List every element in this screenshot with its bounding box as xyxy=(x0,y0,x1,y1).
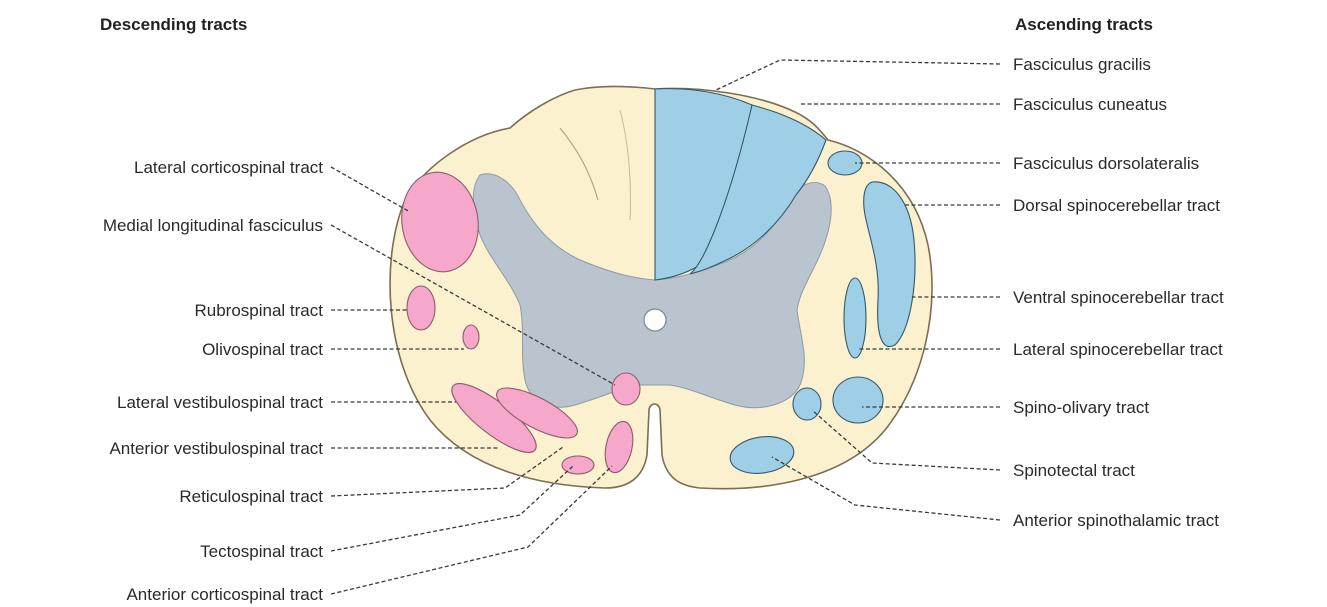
label-reticulospinal-tract: Reticulospinal tract xyxy=(179,487,323,506)
olivospinal-region xyxy=(463,325,479,349)
central-canal xyxy=(644,309,666,331)
leader-lateral-corticospinal xyxy=(331,167,410,212)
label-fasciculus-gracilis: Fasciculus gracilis xyxy=(1013,55,1151,74)
medial-longitudinal-fasciculus-region xyxy=(612,373,640,405)
descending-labels: Lateral corticospinal tract Medial longi… xyxy=(103,158,323,604)
rubrospinal-region xyxy=(407,286,435,330)
spinotectal-region xyxy=(793,388,821,420)
label-lateral-spinocerebellar-tract: Lateral spinocerebellar tract xyxy=(1013,340,1223,359)
label-rubrospinal-tract: Rubrospinal tract xyxy=(194,301,323,320)
leader-fasciculus-gracilis xyxy=(716,60,1000,90)
ascending-labels: Fasciculus gracilis Fasciculus cuneatus … xyxy=(1013,55,1224,530)
label-ventral-spinocerebellar-tract: Ventral spinocerebellar tract xyxy=(1013,288,1224,307)
label-spinotectal-tract: Spinotectal tract xyxy=(1013,461,1135,480)
descending-tracts-heading: Descending tracts xyxy=(100,15,247,34)
spino-olivary-region xyxy=(833,377,883,423)
label-lateral-corticospinal-tract: Lateral corticospinal tract xyxy=(134,158,323,177)
label-dorsal-spinocerebellar-tract: Dorsal spinocerebellar tract xyxy=(1013,196,1220,215)
label-anterior-spinothalamic-tract: Anterior spinothalamic tract xyxy=(1013,511,1219,530)
label-lateral-vestibulospinal-tract: Lateral vestibulospinal tract xyxy=(117,393,323,412)
label-spino-olivary-tract: Spino-olivary tract xyxy=(1013,398,1149,417)
label-olivospinal-tract: Olivospinal tract xyxy=(202,340,323,359)
ascending-tracts-heading: Ascending tracts xyxy=(1015,15,1153,34)
label-fasciculus-dorsolateralis: Fasciculus dorsolateralis xyxy=(1013,154,1199,173)
spinal-cord-cross-section xyxy=(390,87,932,489)
label-fasciculus-cuneatus: Fasciculus cuneatus xyxy=(1013,95,1167,114)
label-anterior-corticospinal-tract: Anterior corticospinal tract xyxy=(126,585,323,604)
label-anterior-vestibulospinal-tract: Anterior vestibulospinal tract xyxy=(109,439,323,458)
label-medial-longitudinal-fasciculus: Medial longitudinal fasciculus xyxy=(103,216,323,235)
label-tectospinal-tract: Tectospinal tract xyxy=(200,542,323,561)
ventral-spinocerebellar-region xyxy=(844,278,866,358)
